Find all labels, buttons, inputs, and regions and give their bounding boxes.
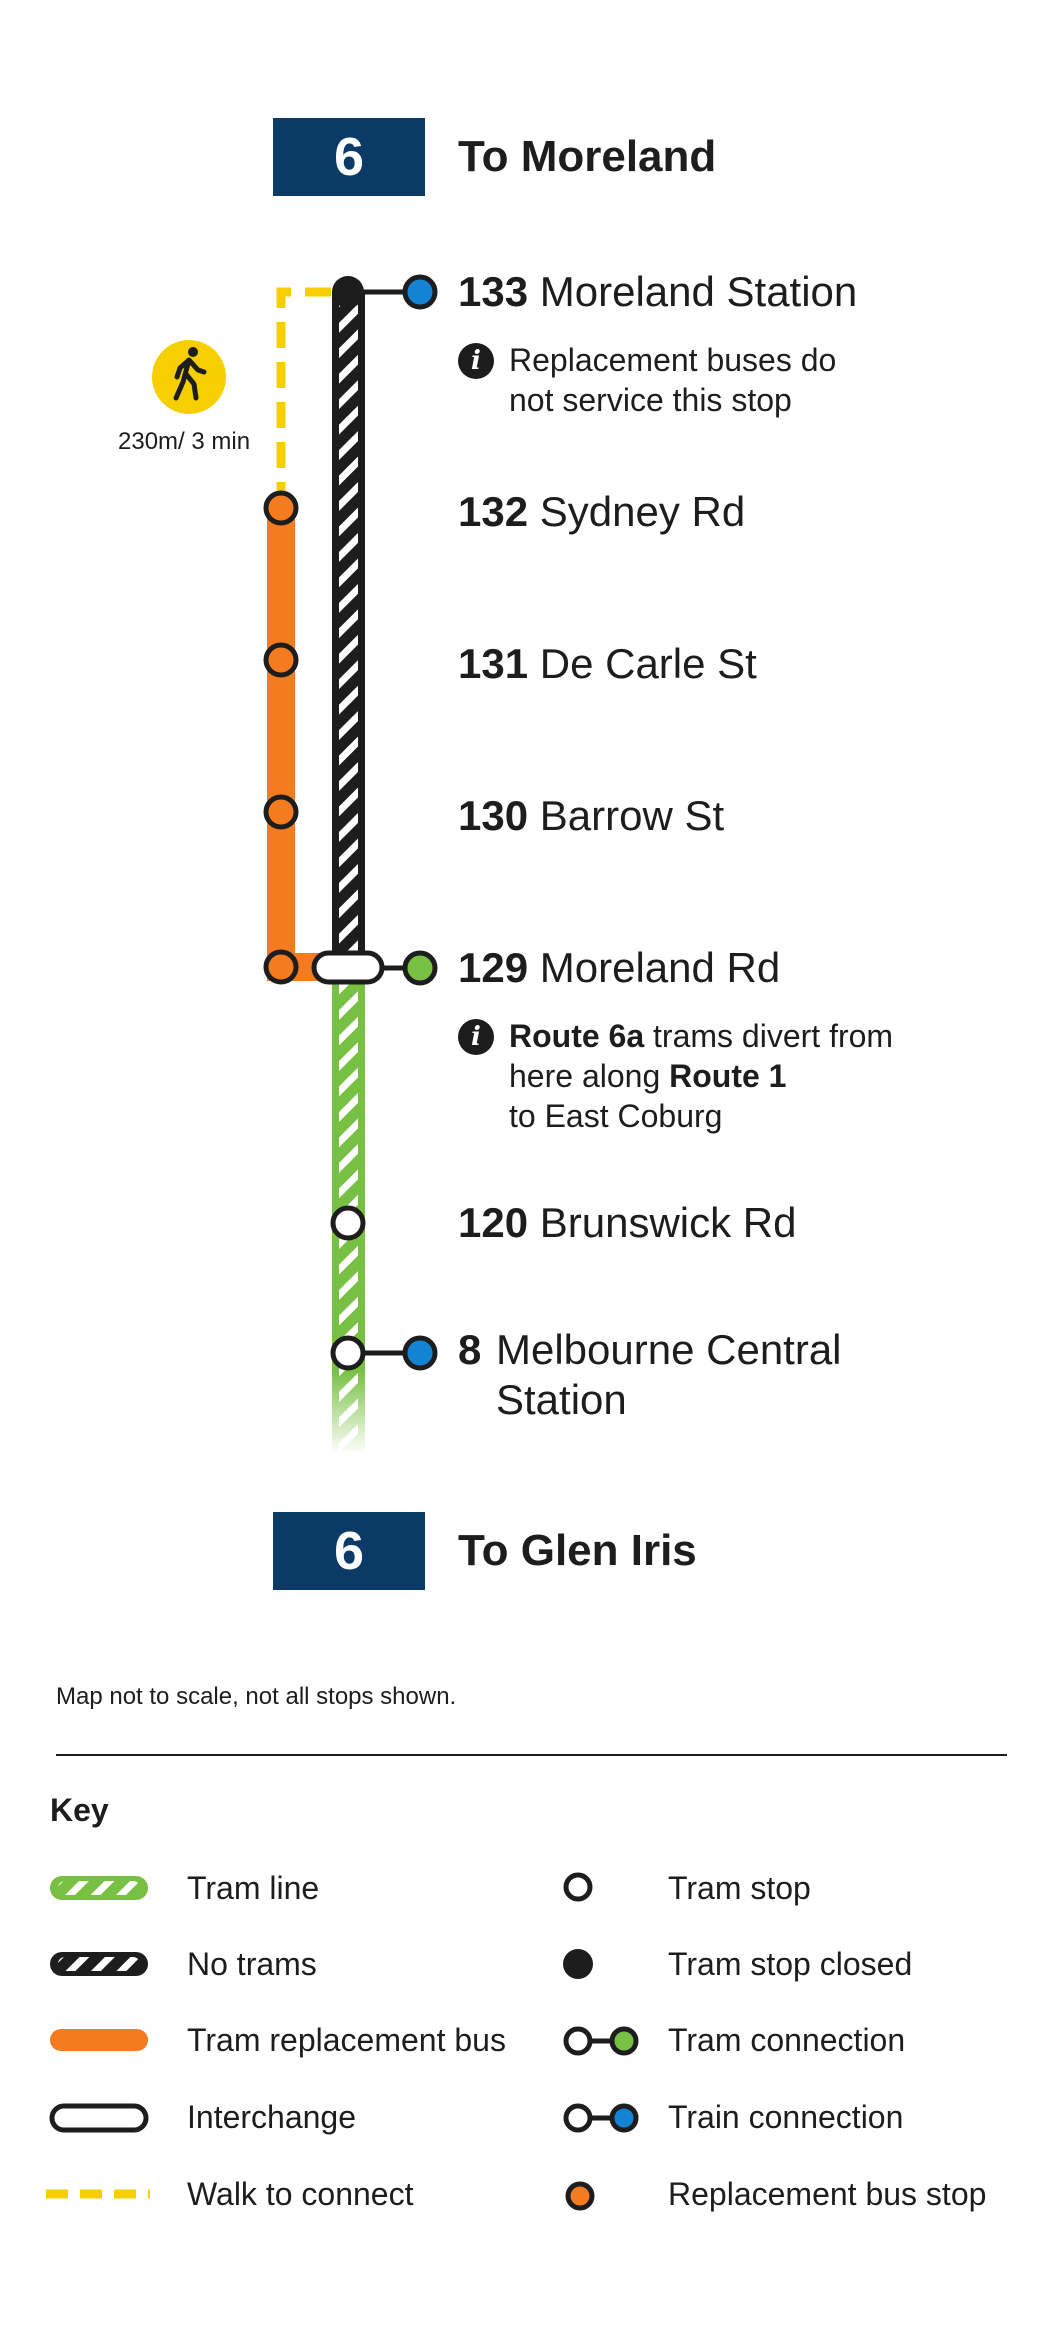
key-symbol-replacement-bus-stop <box>565 2181 595 2211</box>
note-text-part: to East Coburg <box>509 1098 723 1134</box>
key-symbol-no-trams <box>50 1952 148 1976</box>
info-icon: i <box>458 1019 494 1055</box>
stop-number: 120 <box>458 1199 529 1246</box>
key-label-tram-connection: Tram connection <box>668 2022 906 2058</box>
key-label-walk-to-connect: Walk to connect <box>187 2176 414 2212</box>
key-symbol-train-connection <box>563 2103 639 2133</box>
tram-stop-marker <box>330 1205 366 1241</box>
stop-number: 132 <box>458 488 529 535</box>
note-text: Replacement buses do not service this st… <box>509 342 837 418</box>
key-symbol-tram-line <box>50 1876 148 1900</box>
route-badge: 6 <box>273 118 425 196</box>
key-label-tram-stop-closed: Tram stop closed <box>668 1946 913 1982</box>
note-text: Route 6a trams divert from here along Ro… <box>509 1016 909 1136</box>
walk-distance-label: 230m/ 3 min <box>118 428 251 455</box>
destination-title: To Moreland <box>458 132 717 181</box>
key-label-replacement-bus-stop: Replacement bus stop <box>668 2176 987 2212</box>
stop-name: Melbourne Central Station <box>496 1326 842 1423</box>
stop-number: 130 <box>458 792 529 839</box>
stop-label: 131 De Carle St <box>458 639 757 689</box>
note-text-part: trams divert from here along <box>509 1018 894 1094</box>
key-symbol-replacement-bus <box>50 2029 148 2051</box>
note-route-1: Route 1 <box>669 1058 787 1094</box>
stop-label: 130 Barrow St <box>458 791 724 841</box>
stop-name: Sydney Rd <box>539 488 746 535</box>
stop-number: 131 <box>458 640 529 687</box>
interchange-marker <box>311 950 385 985</box>
destination-title-bottom: To Glen Iris <box>458 1526 697 1575</box>
key-symbol-tram-stop <box>563 1872 593 1902</box>
replacement-bus-stop-marker <box>263 949 299 985</box>
replacement-bus-stop-marker <box>263 794 299 830</box>
key-label-no-trams: No trams <box>187 1946 317 1982</box>
key-title: Key <box>50 1792 109 1828</box>
route-badge-bottom: 6 <box>273 1512 425 1590</box>
key-symbol-tram-connection <box>563 2026 639 2056</box>
divider <box>56 1754 1007 1756</box>
key-symbol-interchange <box>49 2103 149 2133</box>
stop-name: De Carle St <box>539 640 757 687</box>
stop-label: 8 Melbourne Central Station <box>458 1325 878 1425</box>
stop-name: Moreland Rd <box>539 944 781 991</box>
no-trams-line <box>332 292 365 968</box>
replacement-bus-stop-marker <box>263 642 299 678</box>
disclaimer: Map not to scale, not all stops shown. <box>56 1683 457 1710</box>
tram-stop-marker <box>330 1335 366 1371</box>
tram-connection-marker <box>402 950 438 986</box>
stop-name: Moreland Station <box>539 268 858 315</box>
stop-number: 8 <box>458 1326 482 1373</box>
train-connection-marker <box>402 1335 438 1371</box>
key-label-tram-stop: Tram stop <box>668 1870 811 1906</box>
pedestrian-walking-icon <box>152 340 226 414</box>
tram-stop-closed-marker <box>332 276 364 308</box>
stop-name: Brunswick Rd <box>539 1199 797 1246</box>
stop-label: 129 Moreland Rd <box>458 943 780 993</box>
stop-label: 120 Brunswick Rd <box>458 1198 797 1248</box>
stop-number: 129 <box>458 944 529 991</box>
info-icon: i <box>458 343 494 379</box>
key-label-train-connection: Train connection <box>668 2099 904 2135</box>
train-connection-marker <box>402 274 438 310</box>
key-symbol-tram-stop-closed <box>563 1949 593 1979</box>
note-route-6a: Route 6a <box>509 1018 645 1054</box>
key-label-replacement-bus: Tram replacement bus <box>187 2022 506 2058</box>
stop-label: 133 Moreland Station <box>458 267 857 317</box>
walk-connection-path <box>276 287 348 508</box>
stop-label: 132 Sydney Rd <box>458 487 745 537</box>
key-label-tram-line: Tram line <box>187 1870 320 1906</box>
replacement-bus-stop-marker <box>263 490 299 526</box>
stop-number: 133 <box>458 268 529 315</box>
stop-name: Barrow St <box>539 792 725 839</box>
key-label-interchange: Interchange <box>187 2099 357 2135</box>
